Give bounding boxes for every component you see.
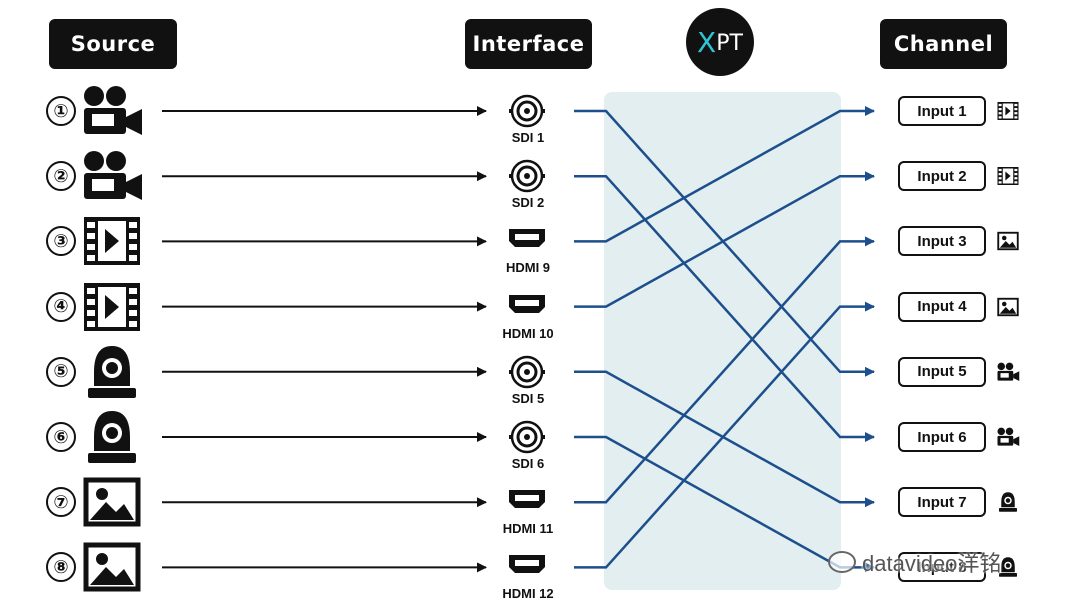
interface-label: HDMI 11 — [502, 521, 554, 537]
channel-input-box: Input 4 — [898, 291, 986, 322]
channel-input-box: Input 3 — [898, 226, 986, 257]
channel-input-box: Input 8 — [898, 552, 986, 583]
channel-input-box: Input 6 — [898, 422, 986, 452]
routing-wire — [574, 171, 875, 308]
video-file-icon — [996, 165, 1020, 187]
routing-wire — [574, 174, 875, 442]
interface-label: SDI 1 — [511, 130, 545, 145]
source-number: ⑧ — [46, 552, 76, 583]
interface-label: SDI 5 — [511, 390, 545, 406]
ptz-camera-icon — [80, 409, 144, 465]
interface-label: SDI 2 — [511, 195, 545, 211]
image-icon — [80, 474, 144, 530]
channel-header: Channel — [880, 19, 1007, 69]
routing-wire — [574, 301, 875, 569]
source-number: ⑤ — [46, 356, 76, 387]
hdmi-port-icon — [506, 285, 548, 321]
routing-wire — [574, 435, 875, 573]
bnc-connector-icon — [506, 158, 548, 194]
routing-wire — [574, 236, 875, 504]
interface-label: SDI 6 — [511, 456, 545, 471]
hdmi-port-icon — [506, 219, 548, 255]
routing-wire — [574, 106, 875, 243]
crosspoint-matrix-area — [604, 92, 841, 590]
camcorder-icon — [996, 361, 1020, 383]
ptz-camera-icon — [996, 491, 1020, 513]
channel-input-box: Input 1 — [898, 96, 986, 126]
interface-label: HDMI 10 — [502, 325, 554, 341]
source-number: ④ — [46, 291, 76, 322]
xpt-logo-pt: PT — [716, 31, 743, 56]
channel-input-box: Input 7 — [898, 487, 986, 518]
video-file-icon — [80, 279, 144, 335]
bnc-connector-icon — [506, 93, 548, 129]
source-number: ② — [46, 161, 76, 192]
interface-header: Interface — [465, 19, 592, 69]
ptz-camera-icon — [996, 556, 1020, 578]
source-number: ① — [46, 96, 76, 126]
image-icon — [996, 296, 1020, 318]
camcorder-icon — [996, 426, 1020, 448]
wechat-icon — [828, 551, 856, 573]
source-number: ③ — [46, 226, 76, 257]
channel-input-box: Input 2 — [898, 161, 986, 192]
watermark-text: datavideo洋铭 — [862, 551, 1002, 576]
ptz-camera-icon — [80, 344, 144, 400]
hdmi-port-icon — [506, 545, 548, 581]
bnc-connector-icon — [506, 419, 548, 455]
camcorder-icon — [80, 148, 144, 204]
video-file-icon — [996, 100, 1020, 122]
image-icon — [80, 539, 144, 595]
camcorder-icon — [80, 83, 144, 139]
xpt-logo-x: X — [697, 25, 717, 59]
source-header: Source — [49, 19, 177, 69]
source-number: ⑥ — [46, 422, 76, 452]
interface-label: HDMI 9 — [505, 260, 551, 276]
channel-input-box: Input 5 — [898, 356, 986, 387]
interface-label: HDMI 12 — [502, 586, 554, 602]
source-number: ⑦ — [46, 487, 76, 518]
watermark: datavideo洋铭 — [828, 544, 1001, 580]
image-icon — [996, 230, 1020, 252]
bnc-connector-icon — [506, 354, 548, 390]
hdmi-port-icon — [506, 480, 548, 516]
video-file-icon — [80, 213, 144, 269]
